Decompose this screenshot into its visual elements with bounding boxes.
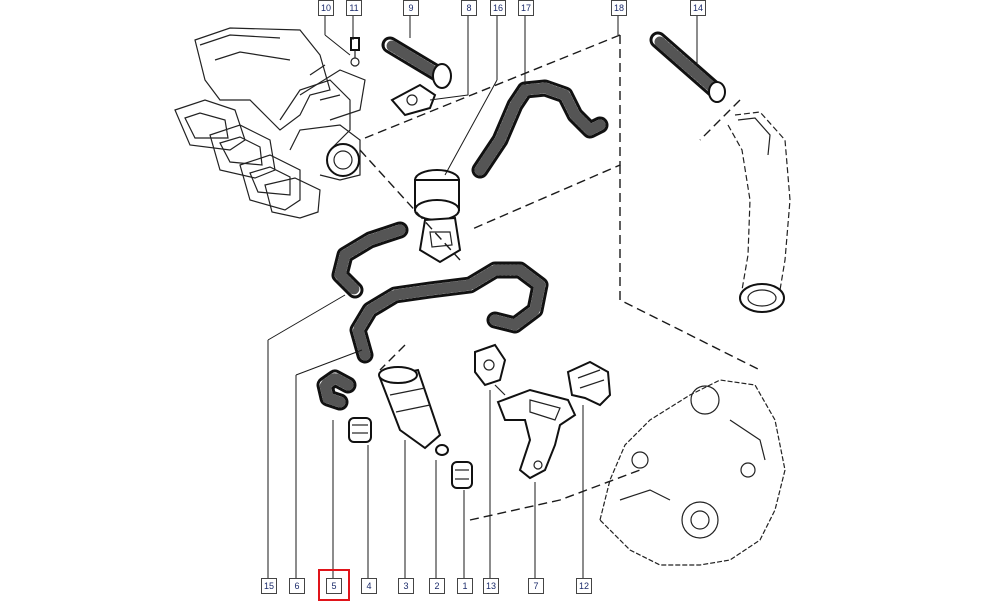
air-intake-duct xyxy=(727,111,791,313)
coupling-part-4 xyxy=(348,417,372,443)
engine-block xyxy=(599,379,786,566)
breather-filter-part-3 xyxy=(378,366,442,450)
elbow-hose-part-5 xyxy=(316,369,357,411)
bracket-part-7 xyxy=(496,388,577,480)
bolt-part-11 xyxy=(350,37,360,67)
intake-manifold xyxy=(174,27,366,219)
callout-label-2: 2 xyxy=(429,578,445,594)
callout-label-16: 16 xyxy=(490,0,506,16)
callout-label-7: 7 xyxy=(528,578,544,594)
callout-label-11: 11 xyxy=(346,0,362,16)
gasket-part-8 xyxy=(390,83,437,117)
callout-label-3: 3 xyxy=(398,578,414,594)
hose-part-6 xyxy=(349,261,549,364)
o-ring-part-2 xyxy=(435,444,449,456)
clip-part-12 xyxy=(566,360,612,407)
hose-part-14 xyxy=(649,31,726,103)
sleeve-part-1 xyxy=(451,461,473,489)
callout-label-17: 17 xyxy=(518,0,534,16)
hose-part-17 xyxy=(471,79,609,179)
callout-label-1: 1 xyxy=(457,578,473,594)
callout-label-9: 9 xyxy=(403,0,419,16)
callout-label-8: 8 xyxy=(461,0,477,16)
valve-part-13 xyxy=(474,343,507,396)
hose-part-9 xyxy=(381,36,452,89)
callout-label-13: 13 xyxy=(483,578,499,594)
callout-label-15: 15 xyxy=(261,578,277,594)
callout-label-10: 10 xyxy=(318,0,334,16)
callout-label-6: 6 xyxy=(289,578,305,594)
callout-label-12: 12 xyxy=(576,578,592,594)
oil-separator-part-16 xyxy=(414,169,462,264)
callout-label-18: 18 xyxy=(611,0,627,16)
callout-label-5: 5 xyxy=(326,578,342,594)
leader-lines xyxy=(267,13,698,578)
highlight-box xyxy=(318,569,350,601)
callout-label-4: 4 xyxy=(361,578,377,594)
assembly-outline xyxy=(359,34,761,521)
callout-label-14: 14 xyxy=(690,0,706,16)
hose-part-15 xyxy=(331,221,409,299)
